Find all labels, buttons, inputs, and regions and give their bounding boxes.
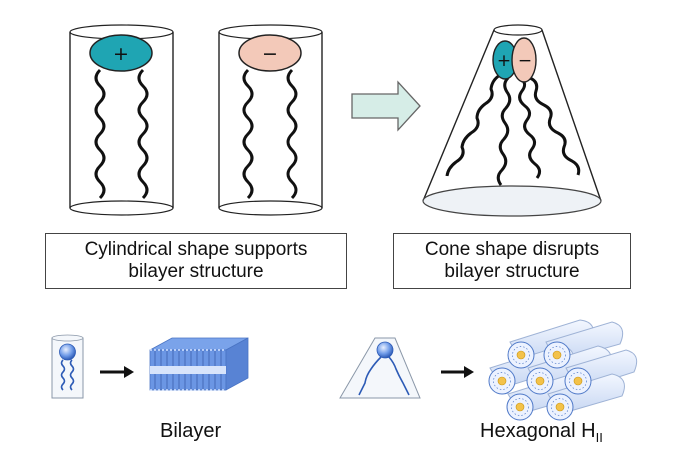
cationic-head — [89, 34, 153, 72]
black-arrow-icon — [100, 366, 134, 378]
black-arrow-icon — [441, 366, 474, 378]
hexagonal-tubes — [488, 319, 638, 421]
small-cylinder-lipid — [51, 334, 84, 399]
caption-cone-shape: Cone shape disrupts bilayer structure — [393, 233, 631, 289]
bilayer-block — [149, 337, 249, 391]
label-bilayer: Bilayer — [160, 420, 221, 443]
anionic-head — [238, 34, 302, 72]
cone-plus-sign: + — [497, 51, 511, 71]
label-hexagonal: Hexagonal HII — [480, 420, 603, 445]
caption-right-line2: bilayer structure — [444, 261, 580, 282]
caption-left-line1: Cylindrical shape supports — [84, 239, 308, 260]
cone-ion-pair: + − — [422, 24, 602, 217]
small-cone-lipid — [339, 337, 421, 399]
plus-sign: + — [113, 43, 129, 65]
cylinder-cationic-lipid: + — [69, 24, 174, 216]
caption-left-line2: bilayer structure — [128, 261, 264, 282]
right-arrow-icon — [351, 80, 421, 132]
label-hexagonal-subscript: II — [595, 430, 603, 445]
cone-anionic-head — [511, 37, 537, 83]
minus-sign: − — [262, 43, 278, 65]
label-bilayer-text: Bilayer — [160, 420, 222, 442]
caption-right-line1: Cone shape disrupts — [424, 239, 600, 260]
cylinder-anionic-lipid: − — [218, 24, 323, 216]
label-hexagonal-text: Hexagonal H — [480, 420, 596, 442]
cone-minus-sign: − — [518, 51, 532, 71]
caption-cylindrical-shape: Cylindrical shape supports bilayer struc… — [45, 233, 347, 289]
